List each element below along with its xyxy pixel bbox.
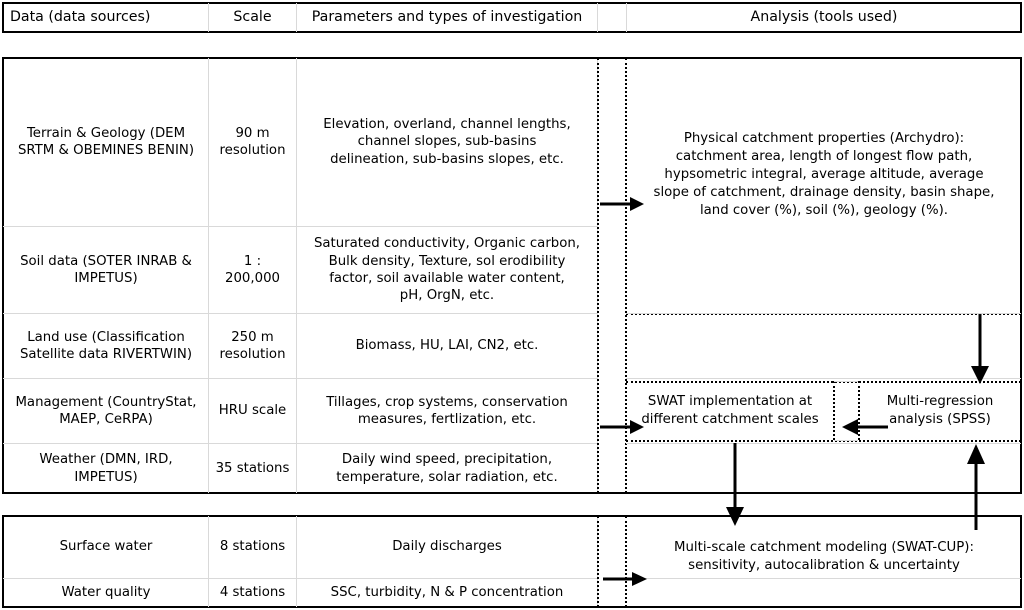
table-row-scale: 90 m resolution <box>219 125 286 158</box>
table-row-data: Land use (Classification Satellite data … <box>19 329 193 362</box>
table-row-data: Terrain & Geology (DEM SRTM & OBEMINES B… <box>17 125 195 158</box>
arrow-modeling-to-regression-icon <box>967 444 985 530</box>
analysis-swat-implementation: SWAT implementation at different catchme… <box>641 394 819 427</box>
dotted-divider-right-main <box>625 58 627 493</box>
table-row-data: Soil data (SOTER INRAB & IMPETUS) <box>20 253 192 286</box>
analysis-physical-catchment-properties: Physical catchment properties (Archydro)… <box>653 131 995 218</box>
header-divider-4 <box>626 3 627 32</box>
analysis-grid-line-2 <box>626 378 1021 379</box>
table-row-parameters: SSC, turbidity, N & P concentration <box>330 585 564 601</box>
main-row-divider-4 <box>3 443 597 444</box>
arrow-to-physical-properties-icon <box>600 197 644 211</box>
arrow-to-modeling-icon <box>603 572 647 586</box>
header-block <box>2 2 1022 33</box>
dotted-box-top-swat <box>626 381 1021 383</box>
table-row-scale: 35 stations <box>215 460 290 476</box>
bottom-divider-scale-parameters <box>296 516 297 607</box>
header-divider-1 <box>208 3 209 32</box>
column-header-parameters: Parameters and types of investigation <box>311 9 583 26</box>
table-row-parameters: Saturated conductivity, Organic carbon, … <box>313 236 581 304</box>
arrow-properties-to-regression-icon <box>971 314 989 384</box>
analysis-grid-line-3 <box>834 381 858 382</box>
main-row-divider-2 <box>3 313 597 314</box>
bottom-block <box>2 515 1022 608</box>
dotted-divider-right-bottom <box>625 516 627 607</box>
dotted-divider-left-main <box>597 58 599 493</box>
table-row-scale: HRU scale <box>218 403 287 419</box>
column-header-scale: Scale <box>233 9 272 26</box>
table-row-scale: 1 : 200,000 <box>225 253 280 286</box>
dotted-divider-left-bottom <box>597 516 599 607</box>
dotted-box-right-swat <box>833 381 835 440</box>
header-divider-2 <box>296 3 297 32</box>
table-row-data: Weather (DMN, IRD, IMPETUS) <box>39 452 173 485</box>
bottom-divider-data-scale <box>208 516 209 607</box>
table-row-scale: 250 m resolution <box>219 329 286 362</box>
main-divider-scale-parameters <box>296 58 297 493</box>
analysis-grid-line-1 <box>626 313 1021 314</box>
table-row-parameters: Biomass, HU, LAI, CN2, etc. <box>355 338 539 354</box>
table-row-parameters: Elevation, overland, channel lengths, ch… <box>323 117 571 167</box>
bottom-row-divider-1 <box>3 578 597 579</box>
table-row-scale: 4 stations <box>219 585 286 601</box>
arrow-to-swat-implementation-icon <box>600 420 644 434</box>
dotted-box-top-physical <box>626 313 1021 315</box>
arrow-swat-to-modeling-icon <box>726 443 744 526</box>
dotted-box-left-regression <box>858 381 860 440</box>
table-row-parameters: Tillages, crop systems, conservation mea… <box>326 394 568 427</box>
table-row-parameters: Daily discharges <box>392 539 502 555</box>
main-row-divider-1 <box>3 226 597 227</box>
analysis-multi-regression: Multi-regression analysis (SPSS) <box>886 394 994 427</box>
analysis-grid-line-4 <box>834 440 858 441</box>
column-header-data: Data (data sources) <box>10 9 151 26</box>
dotted-box-bottom-swat <box>626 440 1021 442</box>
table-row-data: Management (CountryStat, MAEP, CeRPA) <box>15 394 197 427</box>
main-block <box>2 57 1022 494</box>
analysis-multi-scale-modeling: Multi-scale catchment modeling (SWAT-CUP… <box>674 540 974 573</box>
analysis-grid-line-5 <box>626 443 1021 444</box>
table-row-scale: 8 stations <box>219 539 286 555</box>
main-row-divider-3 <box>3 378 597 379</box>
arrow-regression-to-swat-icon <box>842 419 888 435</box>
table-row-parameters: Daily wind speed, precipitation, tempera… <box>336 452 558 485</box>
table-row-data: Water quality <box>61 585 151 601</box>
column-header-analysis: Analysis (tools used) <box>750 9 898 26</box>
analysis-grid-line-6 <box>626 578 1021 579</box>
table-row-data: Surface water <box>59 539 153 555</box>
header-divider-3 <box>597 3 598 32</box>
main-divider-data-scale <box>208 58 209 493</box>
